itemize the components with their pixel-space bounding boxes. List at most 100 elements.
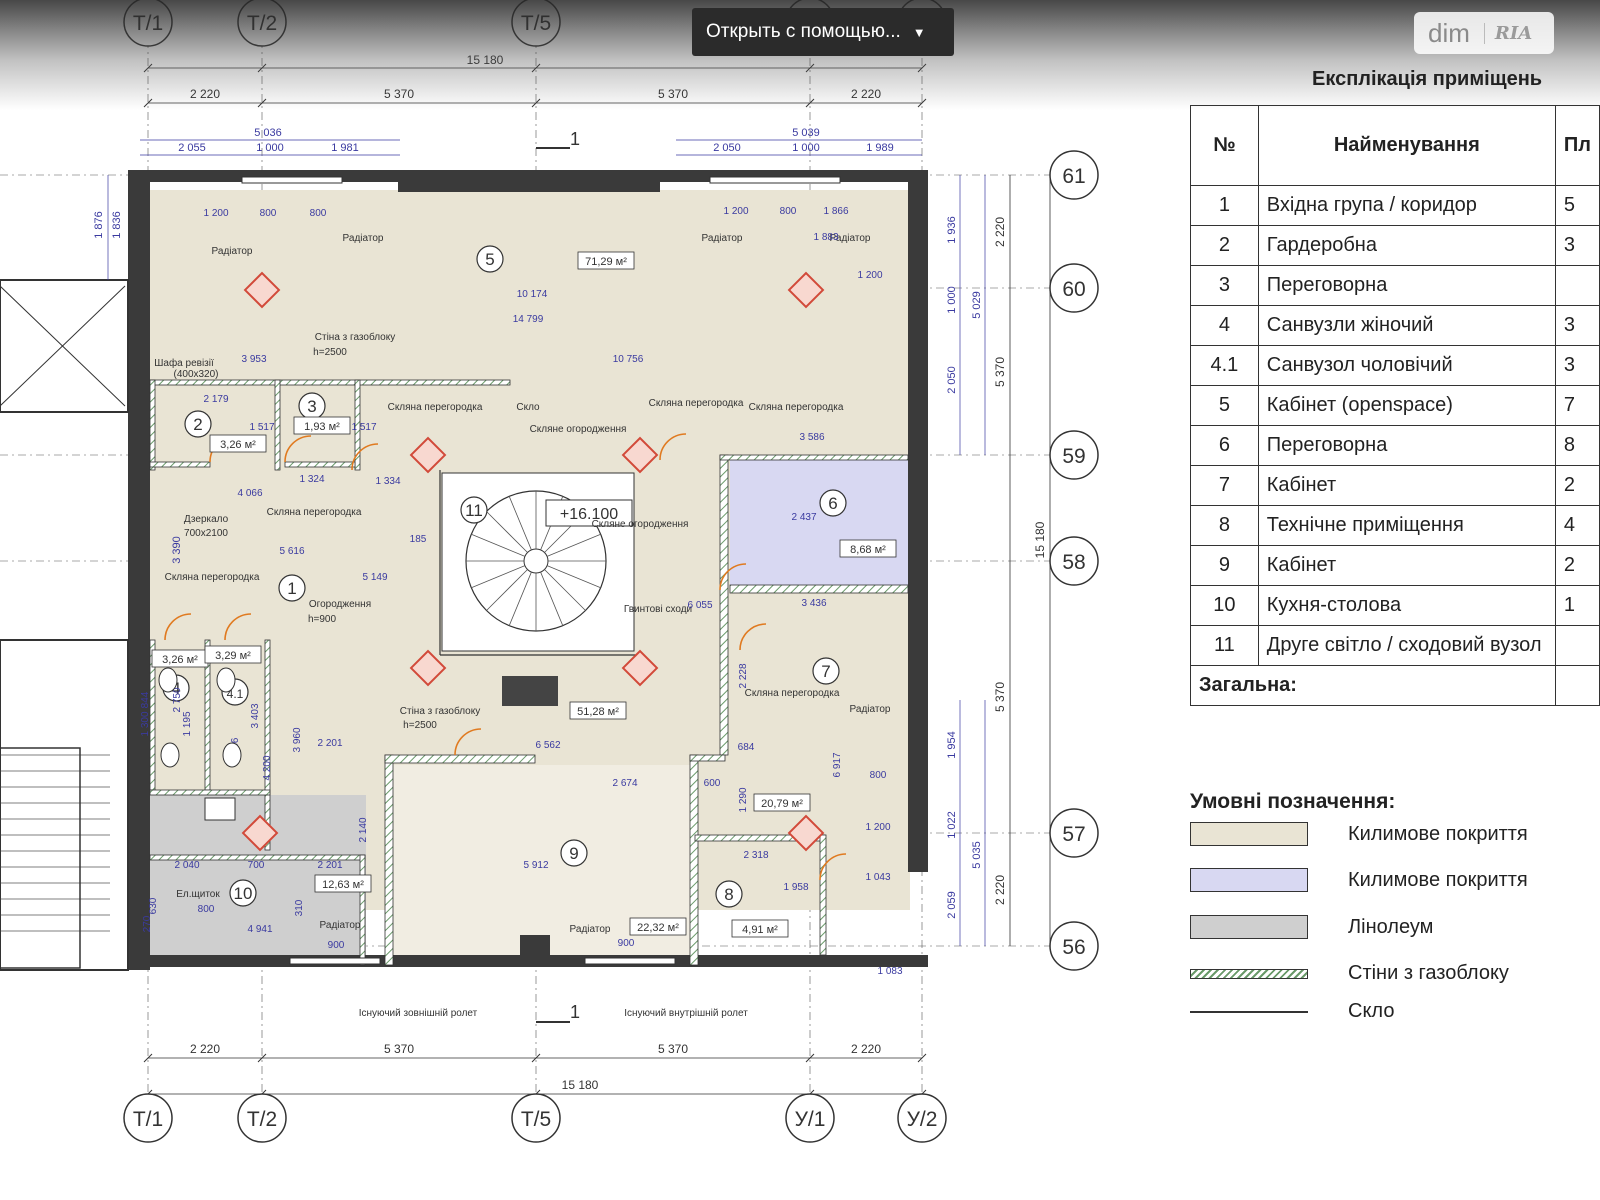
axis-bubble-right-label: 58 [1062,551,1085,574]
dim-text: 2 220 [851,1042,881,1056]
dim-text: 2 179 [203,394,228,405]
open-with-button[interactable]: Открыть с помощью... ▼ [692,8,954,56]
dim-tick [531,1053,541,1063]
dim-text: 5 370 [658,1042,688,1056]
gas-block-wall [264,639,271,851]
dim-text: 900 [328,940,345,951]
axis-bubble-bottom-label: Т/1 [133,1108,163,1131]
gas-block-wall [719,454,909,461]
dim-ria-logo[interactable]: dim RIA [1414,12,1554,54]
plan-label: Стіна з газоблоку [400,705,480,717]
room-area: 12,63 м² [322,879,364,891]
room-number-circle [476,245,504,273]
cell-area: 7 [1554,385,1600,426]
cell-area: 3 [1554,305,1600,346]
axis-bubble-right [1049,536,1099,586]
neighbour-lift [0,279,129,413]
dim-text: 800 [198,904,215,915]
room-area: 20,79 м² [761,798,803,810]
dim-text: 1 000 [946,286,958,314]
door-swing [284,435,312,463]
dim-text: 2 140 [358,817,369,842]
cell-area: 5 [1554,185,1600,226]
dim-text: 2 201 [317,860,342,871]
plan-label: Існуючий внутрішній ролет [624,1008,748,1019]
dim-text: 800 [780,206,797,217]
ceiling-diamond [409,649,447,687]
room-number: 2 [193,415,202,434]
stair-tread [544,569,586,611]
dim-text: 5 370 [384,87,414,101]
dim-text: 5 616 [279,546,304,557]
plan-label: Радіатор [343,233,384,244]
cell-area: 8 [1554,425,1600,466]
lift-cross [0,285,126,407]
dim-text: 4 066 [237,488,262,499]
dim-text: 14 799 [513,314,544,325]
plan-label: Стіна з газоблоку [315,331,395,343]
dim-text: 1 043 [865,872,890,883]
wall-right [908,182,928,872]
window [584,957,676,965]
dim-text: 1 958 [783,882,808,893]
dim-text: 2 040 [174,860,199,871]
dim-text: 2 055 [178,142,206,154]
axis-bubble-right [1049,808,1099,858]
gas-block-wall [719,454,729,756]
explication-panel: Експлікація приміщень № Найменування Пл … [1190,60,1600,1200]
toilet-fixture [222,742,242,768]
area-box [209,434,267,453]
room-number: 3 [307,397,316,416]
room-number: 10 [234,884,253,903]
cell-num: 4 [1190,305,1259,346]
cell-name: Технічне приміщення [1257,505,1556,546]
dim-text: 2 050 [713,142,741,154]
dim-text: 6 562 [535,740,560,751]
axis-bubble-right-label: 61 [1062,165,1085,188]
dim-text: 5 912 [523,860,548,871]
plan-label: Гвинтові сходи [624,604,692,615]
dim-text: 1 954 [946,731,958,759]
plan-label: Існуючий зовнішній ролет [359,1008,478,1019]
dim-text: 2 059 [946,891,958,919]
cell-area [1554,265,1600,306]
legend-swatch [1190,968,1308,979]
dim-text: 1 517 [249,422,274,433]
dim-text: 10 756 [613,354,644,365]
axis-bubble-bottom-label: У/1 [795,1108,826,1131]
legend-item: Килимове покриття [1190,868,1528,892]
plan-label: Скляна перегородка [745,688,840,699]
dim-text: 800 [870,770,887,781]
dim-text: 1 936 [946,216,958,244]
dim-text: 1 200 [865,822,890,833]
dropdown-caret-icon: ▼ [912,24,926,40]
dim-text: 1 517 [351,422,376,433]
plan-label: h=900 [308,614,337,625]
legend-swatch [1190,822,1308,846]
dim-text: 10 174 [517,289,548,300]
area-box [569,701,627,720]
plan-label: Радіатор [212,246,253,257]
legend-swatch [1190,868,1308,892]
plan-label: Скляне огородження [530,424,627,435]
cell-name: Гардеробна [1257,225,1556,266]
room-number-circle [229,879,257,907]
cell-area: 3 [1554,225,1600,266]
stair-box [0,747,81,969]
ceiling-diamond [243,271,281,309]
wall-left [128,170,150,970]
door-swing [659,433,687,461]
plan-label: Шафа ревізії [154,357,214,369]
cell-num: 3 [1190,265,1259,306]
dim-tick [917,1053,927,1063]
axis-bubble-bottom [511,1093,561,1143]
dim-text: 900 [618,938,635,949]
axis-bubble-right-label: 57 [1062,823,1085,846]
